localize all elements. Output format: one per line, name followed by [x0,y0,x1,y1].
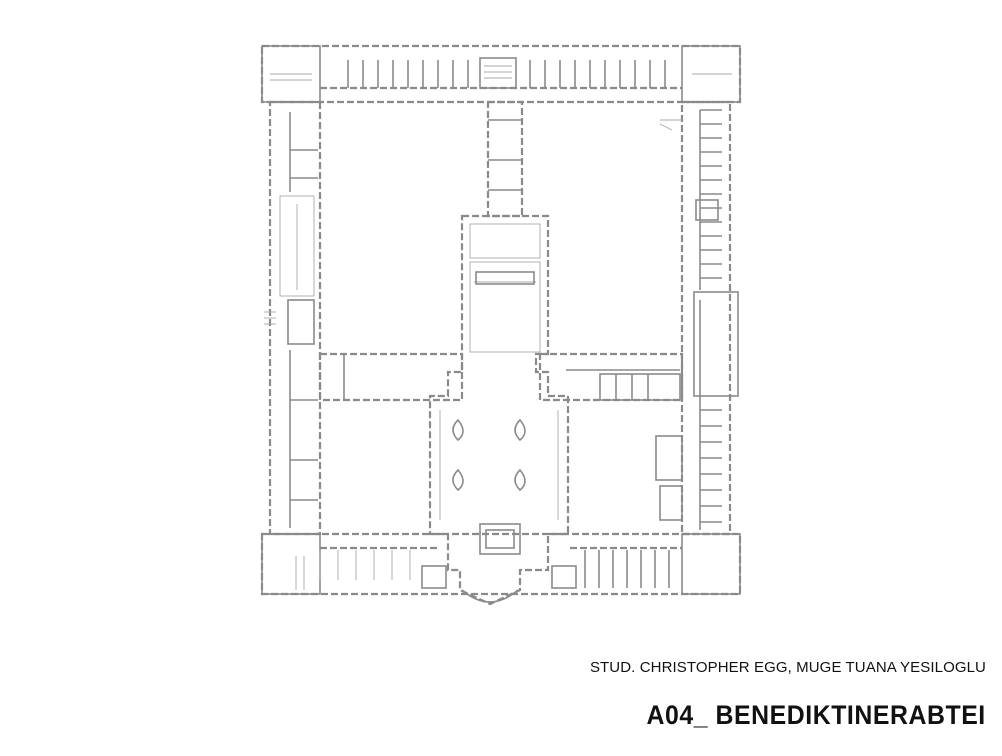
cloister-corridors [318,100,684,402]
church [421,214,577,606]
north-wing [260,44,742,104]
west-wing [264,100,322,536]
drawing-title: A04_ BENEDIKTINERABTEI [646,700,986,730]
east-wing [659,100,739,536]
floor-plan [260,44,742,606]
service-rooms [599,373,683,521]
authors-caption: STUD. CHRISTOPHER EGG, MUGE TUANA YESILO… [589,659,986,676]
